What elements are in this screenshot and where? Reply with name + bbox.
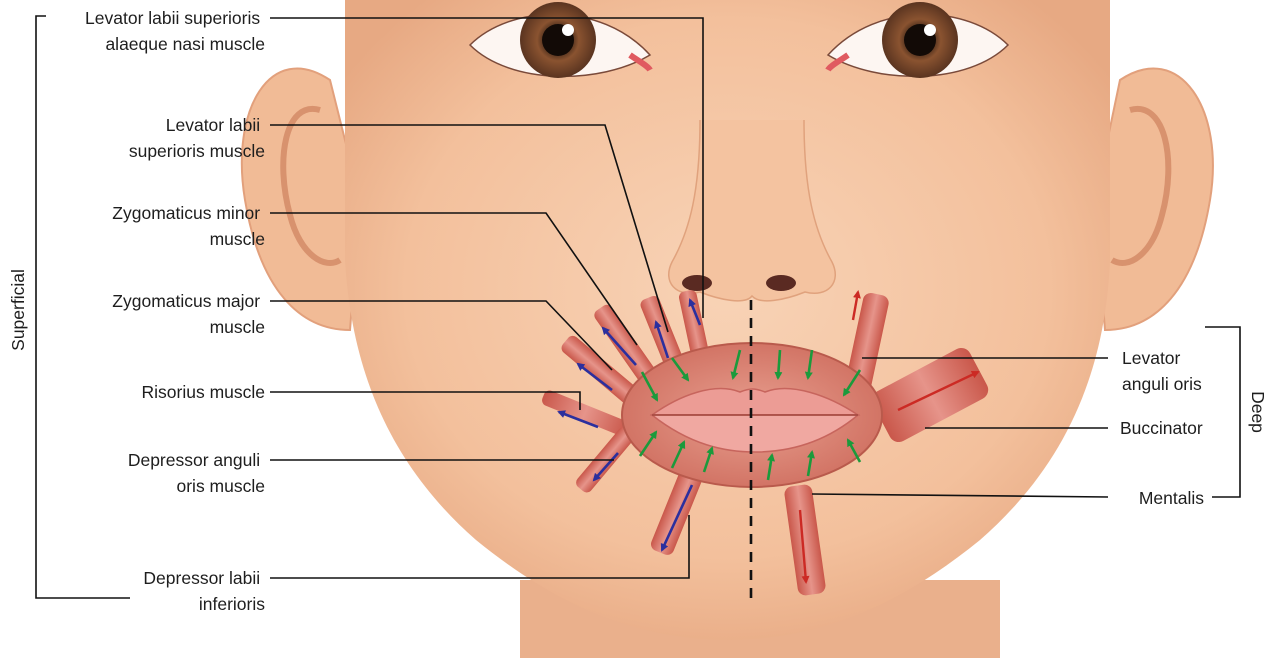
label-levator-labii-sup-alaeque: Levator labii superioris alaeque nasi mu… [85, 8, 265, 54]
label-zygomaticus-minor: Zygomaticus minor muscle [112, 203, 265, 249]
label-zygomaticus-major: Zygomaticus major muscle [112, 291, 265, 337]
right-nostril [766, 275, 796, 291]
label-depressor-labii: Depressor labii inferioris [143, 568, 265, 614]
group-label-superficial: Superficial [8, 269, 28, 351]
label-buccinator: Buccinator [1120, 418, 1203, 438]
label-levator-anguli: Levator anguli oris [1122, 348, 1202, 394]
deep-bracket [1205, 327, 1240, 497]
left-nostril [682, 275, 712, 291]
label-mentalis: Mentalis [1139, 488, 1204, 508]
label-risorius: Risorius muscle [142, 382, 266, 402]
right-ear [1095, 68, 1213, 330]
face [345, 0, 1110, 640]
group-label-deep: Deep [1248, 391, 1268, 433]
label-depressor-anguli: Depressor anguli oris muscle [128, 450, 265, 496]
face-illustration [242, 0, 1213, 658]
